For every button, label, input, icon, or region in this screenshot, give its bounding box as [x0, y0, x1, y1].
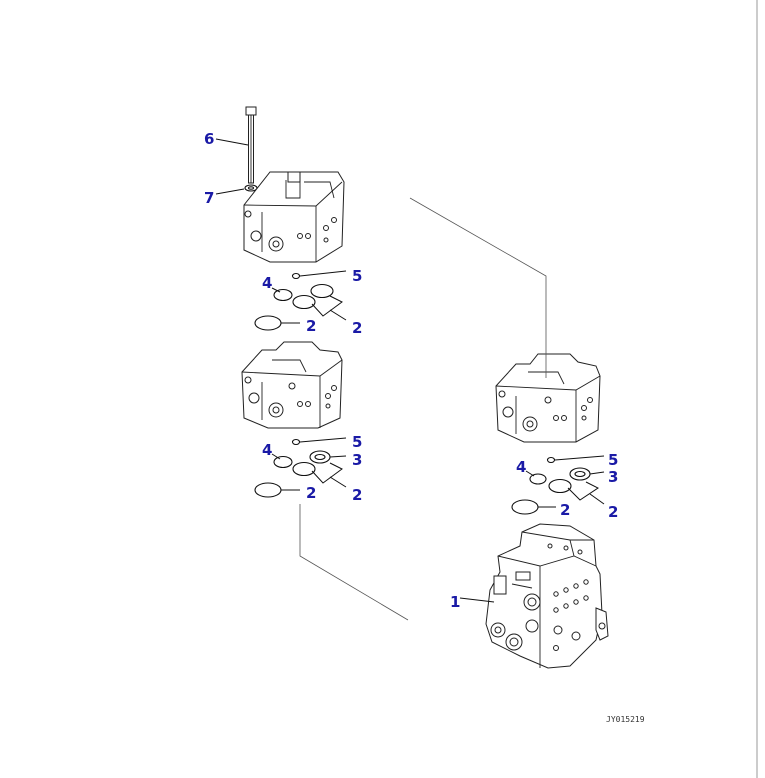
callout-2-right-outer: 2	[608, 503, 618, 521]
callout-7: 7	[204, 189, 214, 207]
bolt-part	[245, 106, 257, 184]
callout-labels: 6 7 5 4 2 2 5 4 3 2 2 5 4 3 2 2 1	[204, 130, 618, 611]
top-seal-set	[254, 272, 343, 331]
callout-4-top: 4	[262, 274, 272, 292]
washer-part	[244, 184, 258, 192]
right-seal-set	[511, 456, 599, 515]
callout-5-middle: 5	[352, 433, 362, 451]
callout-leaders	[215, 138, 605, 603]
callout-2-middle-inner: 2	[306, 484, 316, 502]
callout-1: 1	[450, 593, 460, 611]
callout-5-top: 5	[352, 267, 362, 285]
drawing-code: JY015219	[606, 715, 645, 724]
callout-3-right: 3	[608, 468, 618, 486]
callout-4-right: 4	[516, 458, 526, 476]
valve-section-top	[243, 171, 345, 263]
assembly-guide-lines	[299, 197, 547, 621]
callout-2-middle-outer: 2	[352, 486, 362, 504]
callout-5-right: 5	[608, 451, 618, 469]
callout-2-top-outer: 2	[352, 319, 362, 337]
valve-section-right	[495, 353, 601, 443]
callout-2-top-inner: 2	[306, 317, 316, 335]
valve-section-middle	[241, 341, 343, 429]
callout-6: 6	[204, 130, 214, 148]
callout-3-middle: 3	[352, 451, 362, 469]
callout-2-right-inner: 2	[560, 501, 570, 519]
callout-4-middle: 4	[262, 441, 272, 459]
main-valve-body	[485, 523, 609, 669]
